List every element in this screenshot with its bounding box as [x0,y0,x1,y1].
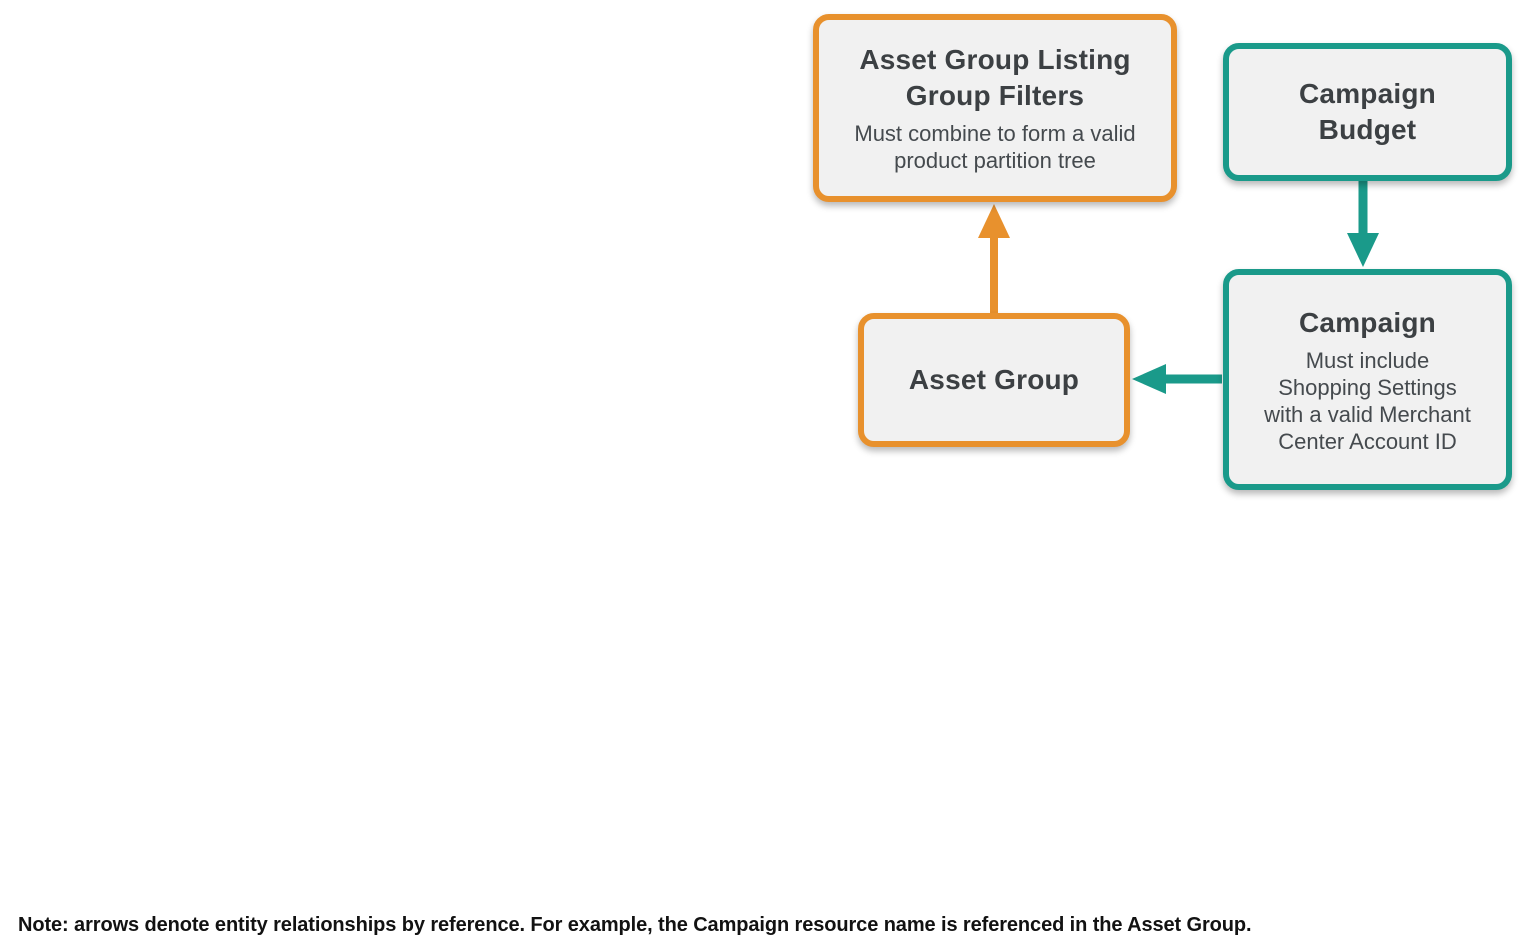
node-subtitle-line: with a valid Merchant [1264,401,1471,427]
node-title-line: Group Filters [905,80,1085,111]
node-subtitle-line: Must include [1305,347,1430,373]
node-title-line: Campaign [1299,78,1436,109]
node-asset-group: Asset Group [858,313,1130,447]
node-title: Asset Group Listing Group Filters [859,42,1130,114]
node-subtitle-line: Center Account ID [1278,428,1457,454]
arrow-campaign-to-asset-group-head [1132,364,1166,394]
arrow-asset-group-to-listing-group-filters-head [978,204,1010,238]
node-asset-group-listing-group-filters: Asset Group Listing Group Filters Must c… [813,14,1177,202]
arrow-campaign-budget-to-campaign-head [1347,233,1379,267]
node-title: Campaign Budget [1299,76,1436,148]
node-title-line: Budget [1318,114,1417,145]
node-subtitle-line: Shopping Settings [1278,374,1457,400]
node-subtitle-line: product partition tree [894,148,1096,173]
node-subtitle-line: Must combine to form a valid [854,121,1136,146]
node-title-line: Asset Group Listing [859,44,1131,75]
node-title: Campaign [1299,306,1436,338]
node-subtitle: Must combine to form a valid product par… [854,120,1135,174]
footnote: Note: arrows denote entity relationships… [18,914,1252,936]
node-subtitle: Must include Shopping Settings with a va… [1264,347,1471,455]
node-campaign: Campaign Must include Shopping Settings … [1223,269,1512,490]
node-campaign-budget: Campaign Budget [1223,43,1512,181]
node-title: Asset Group [908,364,1080,395]
